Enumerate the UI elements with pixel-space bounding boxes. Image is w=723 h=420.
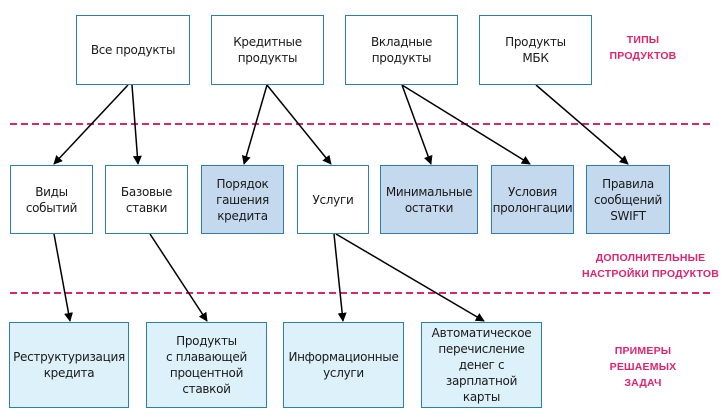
arrow-deposit-products-to-prolongation-terms [401,84,531,165]
arrow-mbk-products-to-swift-rules [535,84,629,165]
edges-layer [53,84,629,322]
node-mbk-products[interactable]: Продукты МБК [479,15,592,85]
node-base-rates[interactable]: Базовые ставки [105,165,188,234]
arrow-credit-products-to-repayment-order [241,84,268,165]
arrow-all-products-to-event-types [53,84,129,165]
node-info-services[interactable]: Информационные услуги [283,322,404,408]
node-event-types[interactable]: Виды событий [10,165,93,234]
node-swift-rules[interactable]: Правила сообщений SWIFT [586,165,670,234]
node-repayment-order[interactable]: Порядок гашения кредита [201,165,284,234]
level-label-settings: ДОПОЛНИТЕЛЬНЫЕ НАСТРОЙКИ ПРОДУКТОВ [581,252,720,280]
arrow-deposit-products-to-min-balances [401,84,433,165]
arrow-base-rates-to-floating-rate [149,233,208,322]
arrow-services-to-info-services [333,233,347,322]
node-auto-transfer[interactable]: Автоматическое перечисление денег с зарп… [421,322,542,408]
arrow-event-types-to-restructuring [53,233,73,322]
node-min-balances[interactable]: Минимальные остатки [380,165,478,234]
arrow-all-products-to-base-rates [131,84,142,165]
arrow-services-to-auto-transfer [335,233,485,322]
node-services[interactable]: Услуги [297,165,369,234]
arrow-credit-products-to-services [266,84,332,165]
node-floating-rate[interactable]: Продукты с плавающей процентной ставкой [146,322,267,408]
level-label-examples: ПРИМЕРЫ РЕШАЕМЫХ ЗАДАЧ [609,345,677,389]
node-deposit-products[interactable]: Вкладные продукты [345,15,458,85]
level-label-types: ТИПЫ ПРОДУКТОВ [609,34,677,62]
node-all-products[interactable]: Все продукты [76,15,190,85]
node-prolongation-terms[interactable]: Условия пролонгации [491,165,574,234]
node-restructuring[interactable]: Реструктуризация кредита [9,322,129,408]
node-credit-products[interactable]: Кредитные продукты [211,15,324,85]
